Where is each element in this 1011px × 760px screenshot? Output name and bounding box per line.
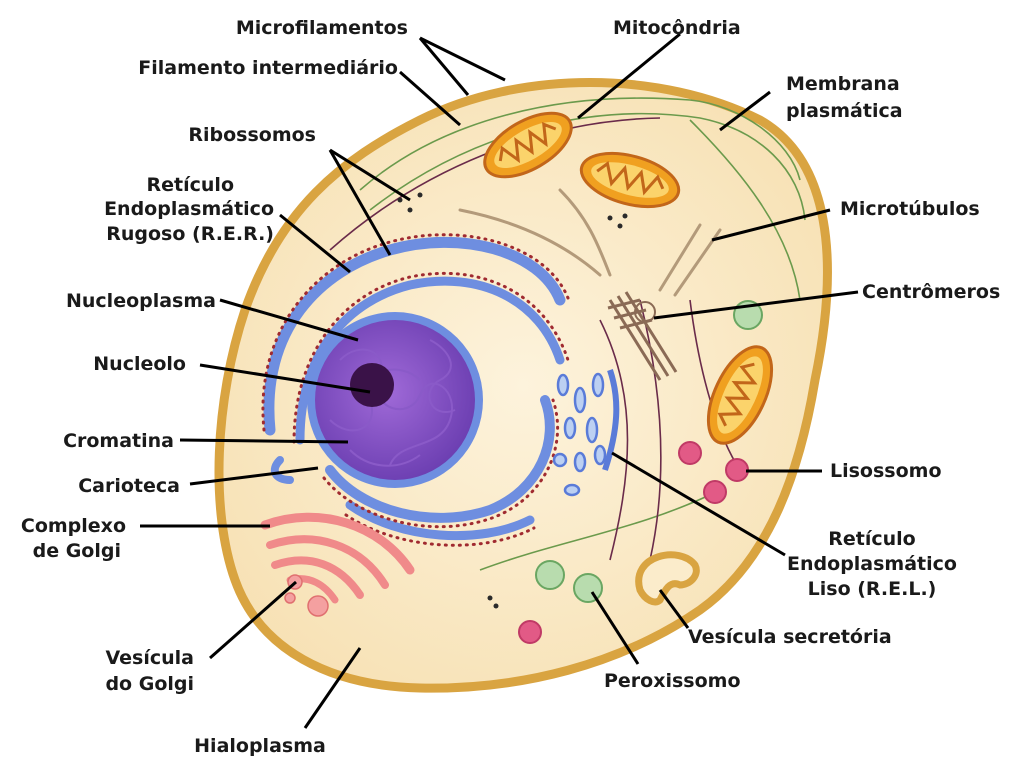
label-carioteca: Carioteca: [78, 475, 180, 497]
label-microfilamentos: Microfilamentos: [236, 17, 408, 39]
label-lisossomo: Lisossomo: [830, 460, 942, 482]
label-rel-line1: Retículo: [828, 528, 915, 550]
label-rel-line3: Liso (R.E.L.): [808, 578, 937, 600]
label-mitocondria: Mitocôndria: [613, 17, 741, 39]
label-nucleolo: Nucleolo: [93, 353, 186, 375]
label-rer-line1: Retículo: [147, 174, 234, 196]
label-golgi-line2: de Golgi: [33, 540, 121, 562]
label-filamento-intermediario: Filamento intermediário: [138, 57, 398, 79]
label-nucleoplasma: Nucleoplasma: [66, 290, 216, 312]
label-ribossomos: Ribossomos: [188, 124, 316, 146]
label-peroxissomo: Peroxissomo: [604, 670, 741, 692]
label-hialoplasma: Hialoplasma: [194, 735, 326, 757]
nucleus: [307, 312, 483, 488]
label-membrana-line2: plasmática: [786, 100, 903, 122]
label-rel-line2: Endoplasmático: [787, 553, 957, 575]
label-cromatina: Cromatina: [63, 430, 174, 452]
label-vesicula-golgi-line1: Vesícula: [106, 647, 195, 669]
label-vesicula-golgi-line2: do Golgi: [105, 673, 194, 695]
label-golgi-line1: Complexo: [21, 515, 126, 537]
label-vesicula-secretoria: Vesícula secretória: [688, 626, 892, 648]
label-membrana-line1: Membrana: [786, 73, 900, 95]
label-rer-line3: Rugoso (R.E.R.): [106, 223, 274, 245]
label-centromeros: Centrômeros: [862, 281, 1000, 303]
label-rer-line2: Endoplasmático: [104, 198, 274, 220]
label-microtubulos: Microtúbulos: [840, 198, 980, 220]
